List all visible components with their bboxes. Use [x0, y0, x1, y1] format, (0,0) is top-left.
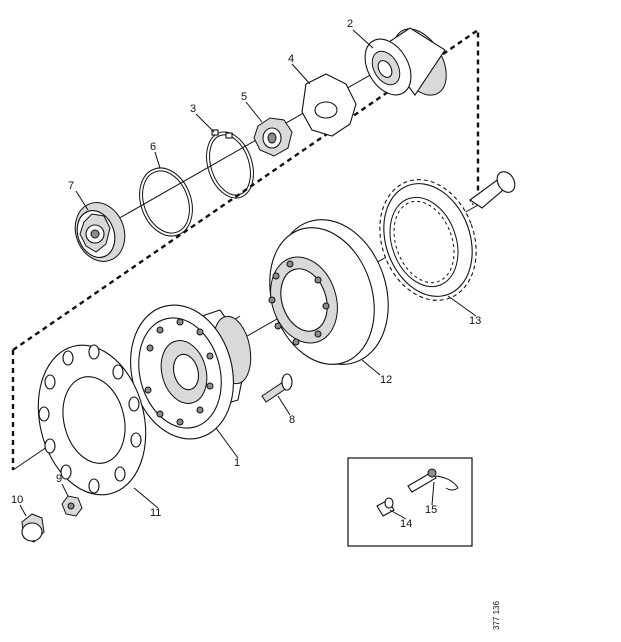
- label-part-1: 1: [234, 457, 240, 469]
- part-1-hub: [130, 304, 252, 440]
- part-labels: 2 4 5 3 6 7 13 12 1 8 11 9 10 14 15: [11, 18, 481, 530]
- label-part-15: 15: [425, 504, 437, 516]
- part-14-sleeve: [376, 497, 395, 517]
- part-13-tone-ring: [379, 179, 477, 301]
- label-part-9: 9: [56, 473, 62, 485]
- label-part-5: 5: [241, 91, 247, 103]
- label-part-6: 6: [150, 141, 156, 153]
- label-part-11: 11: [150, 507, 161, 519]
- part-3-snap-ring: [206, 129, 254, 199]
- label-part-4: 4: [288, 53, 294, 65]
- leader-lines: [19, 29, 477, 520]
- part-6-o-ring: [139, 167, 193, 237]
- part-11-spacer-ring: [37, 344, 147, 496]
- stub-axle: [469, 171, 516, 209]
- part-5-castle-nut: [253, 117, 293, 157]
- figure-reference-number: 377 136: [492, 601, 501, 630]
- part-15-sensor: [407, 468, 459, 493]
- label-part-13: 13: [469, 315, 481, 327]
- part-9-nut: [61, 495, 83, 517]
- label-part-12: 12: [380, 374, 392, 386]
- part-8-wheel-stud: [261, 373, 293, 403]
- label-part-3: 3: [190, 103, 196, 115]
- label-part-14: 14: [400, 518, 412, 530]
- label-part-10: 10: [11, 494, 23, 506]
- part-7-hub-cap: [74, 202, 126, 262]
- part-12-brake-disc: [268, 219, 389, 365]
- part-10-cap-nut: [21, 513, 45, 543]
- label-part-2: 2: [347, 18, 353, 30]
- part-2-bearing: [364, 27, 447, 96]
- inset-box: [347, 457, 473, 547]
- label-part-8: 8: [289, 414, 295, 426]
- part-4-lock-washer: [301, 73, 357, 137]
- label-part-7: 7: [68, 180, 74, 192]
